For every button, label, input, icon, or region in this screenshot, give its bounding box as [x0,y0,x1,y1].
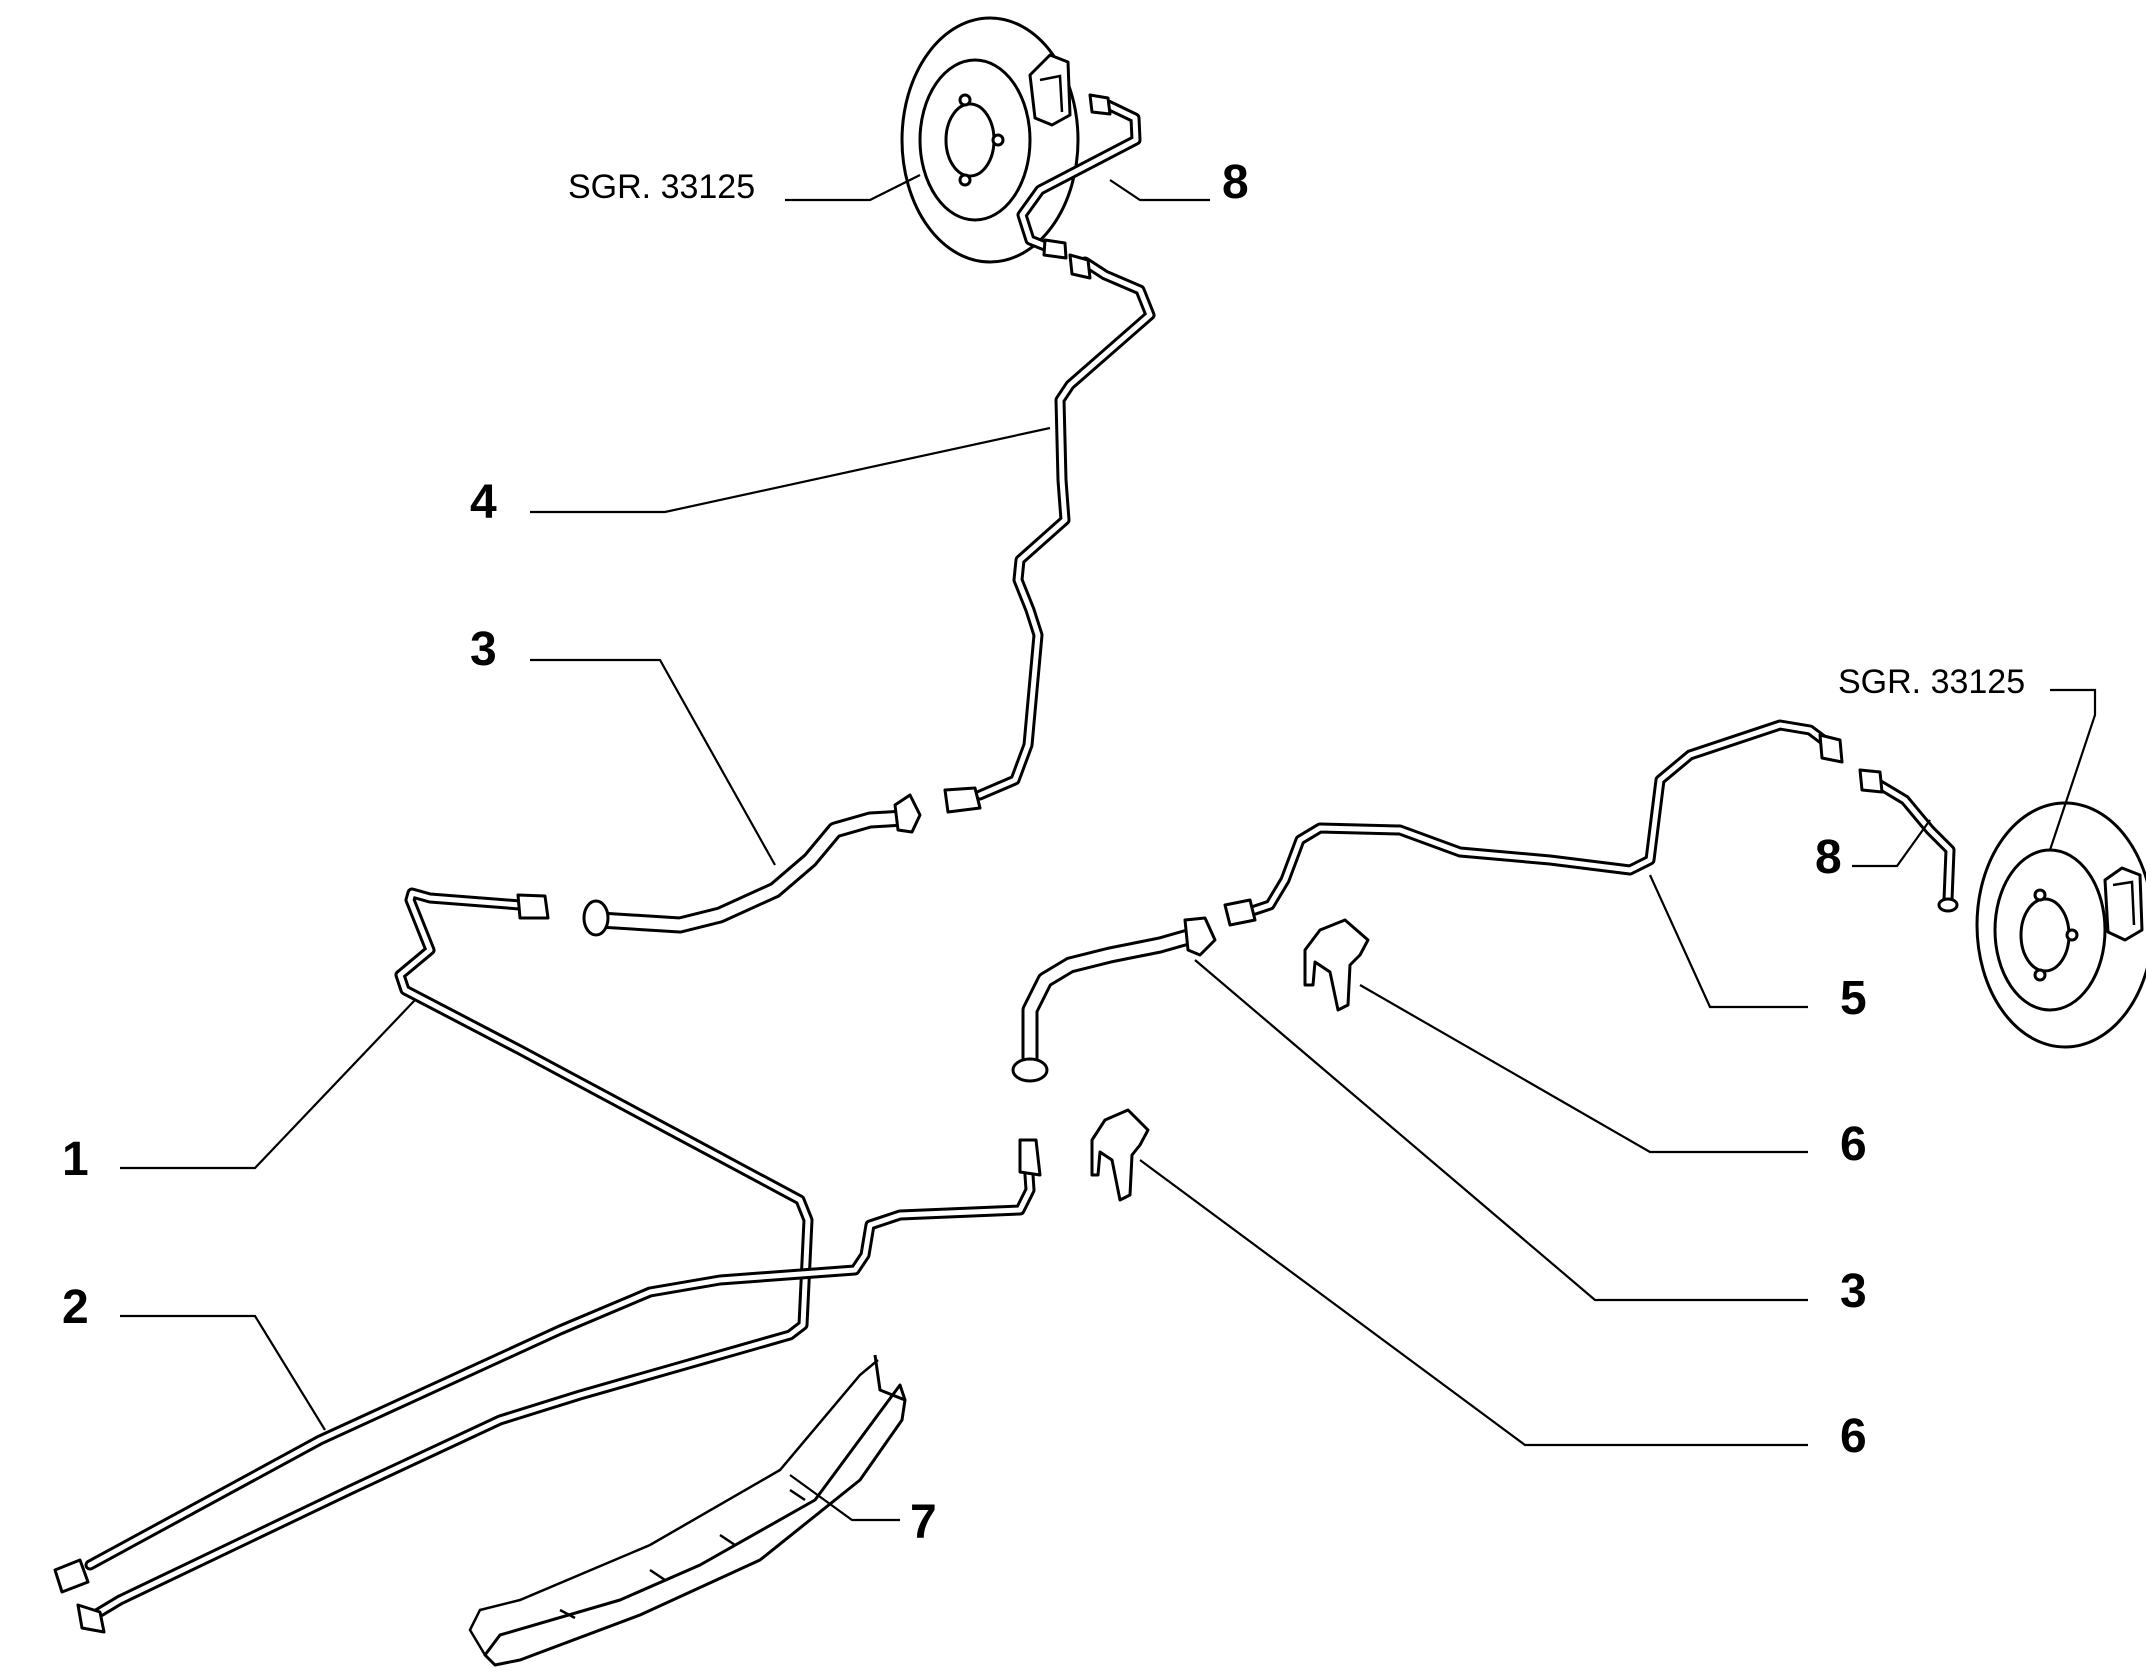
pipe-4 [943,253,1156,814]
brake-disc-right [1975,801,2146,1049]
callout-8-top: 8 [1222,156,1249,209]
reference-label-right-disc: SGR. 33125 [1838,663,2025,701]
callout-5: 5 [1840,972,1867,1025]
callout-6-lower: 6 [1840,1410,1867,1463]
callout-2: 2 [62,1281,89,1334]
callout-3-lower: 3 [1840,1265,1867,1318]
clip-6-lower [1090,1108,1150,1202]
hose-3-lower [1011,916,1217,1083]
pipe-2 [53,1138,1042,1594]
pipe-1 [76,887,814,1634]
callout-3-upper: 3 [470,623,497,676]
leader-lines [120,174,2097,1522]
callout-8-right: 8 [1815,831,1842,884]
callout-6-upper: 6 [1840,1118,1867,1171]
guard-7 [468,1354,907,1667]
pipe-8-top [1016,93,1142,260]
reference-label-top-disc: SGR. 33125 [568,168,755,206]
hose-3-upper [582,793,922,937]
pipe-8-right [1858,768,1959,913]
callout-7: 7 [910,1496,937,1549]
callout-1: 1 [62,1133,89,1186]
clip-6-upper [1303,918,1370,1012]
brake-disc-top [900,16,1080,264]
pipe-5 [1223,719,1844,927]
callout-4: 4 [470,476,497,529]
